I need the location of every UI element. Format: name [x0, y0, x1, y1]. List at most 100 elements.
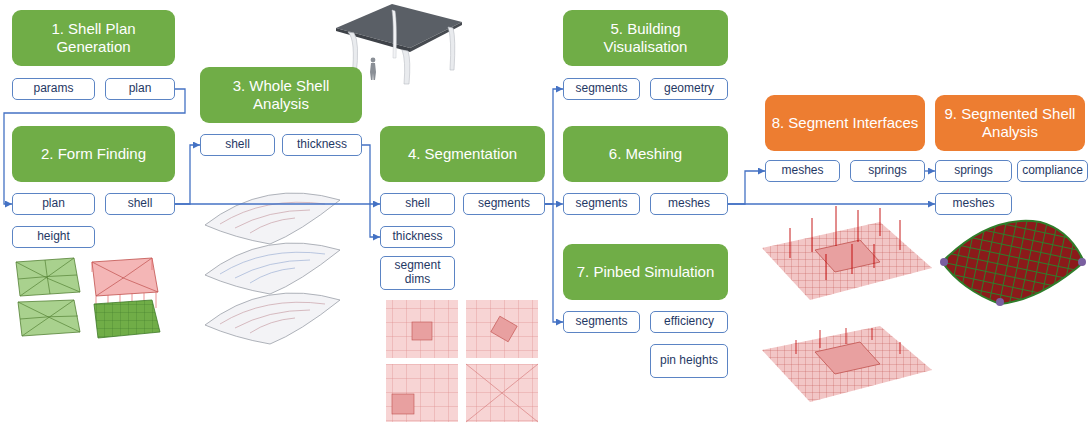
process-box: 7. Pinbed Simulation	[563, 244, 728, 300]
port-label: shell	[405, 197, 430, 211]
segmented-shell-illustration-part	[942, 221, 1084, 304]
shell-contour-illustration-part	[220, 202, 325, 233]
step-title: 6. Meshing	[609, 145, 682, 163]
data-flow-arrow	[4, 89, 185, 204]
pinbed-illustration-part	[762, 222, 932, 300]
port-label: meshes	[952, 197, 994, 211]
pinbed-illustration-part	[796, 328, 900, 354]
process-box: 6. Meshing	[563, 126, 728, 182]
canopy-illustration-part	[371, 58, 376, 63]
process-box: 2. Form Finding	[12, 126, 175, 182]
canopy-illustration-part	[370, 63, 376, 80]
shell-plan-illustration-part	[18, 300, 80, 336]
data-flow-arrow	[925, 170, 935, 171]
canopy-illustration-part	[448, 27, 455, 70]
port-box: thickness	[380, 226, 455, 248]
segmented-shell-illustration-part	[942, 221, 1084, 304]
data-flow-arrow	[728, 203, 935, 204]
port-label: height	[37, 230, 70, 244]
segmentation-illustration-part	[412, 322, 432, 340]
port-label: segments	[575, 315, 627, 329]
canopy-illustration-part	[392, 10, 396, 58]
port-label: params	[33, 82, 73, 96]
port-label: segments	[575, 82, 627, 96]
process-box: 1. Shell Plan Generation	[12, 10, 175, 66]
port-box: compliance	[1017, 160, 1088, 182]
port-box: pin heights	[650, 344, 728, 378]
port-label: compliance	[1022, 164, 1083, 178]
shell-plan-illustration-part	[92, 258, 158, 296]
pinbed-illustration-part	[815, 342, 880, 374]
shell-plan-illustration-part	[92, 258, 158, 296]
segmentation-illustration-part	[386, 300, 458, 358]
segmentation-illustration-part	[386, 364, 458, 422]
port-label: plan	[129, 82, 152, 96]
port-box: meshes	[650, 193, 728, 215]
port-box: springs	[935, 160, 1012, 182]
step-title: 3. Whole Shell Analysis	[206, 77, 356, 113]
data-flow-arrow	[545, 204, 563, 322]
port-label: meshes	[668, 197, 710, 211]
step-title: 8. Segment Interfaces	[772, 114, 919, 132]
step-title: 1. Shell Plan Generation	[18, 20, 169, 56]
segmentation-illustration-part	[386, 300, 458, 358]
step-title: 7. Pinbed Simulation	[577, 263, 715, 281]
segmentation-illustration-part	[392, 394, 414, 414]
port-box: shell	[380, 193, 455, 215]
port-box: efficiency	[650, 311, 728, 333]
port-box: segments	[563, 193, 640, 215]
process-box: 3. Whole Shell Analysis	[200, 67, 362, 123]
segmented-shell-illustration-part	[940, 258, 948, 266]
shell-contour-illustration-part	[205, 293, 340, 344]
shell-contour-illustration-part	[220, 252, 325, 283]
data-flow-arrow	[728, 171, 765, 204]
pinbed-illustration	[762, 206, 932, 402]
port-box: segments	[563, 311, 640, 333]
pinbed-illustration-part	[815, 240, 880, 272]
step-title: 5. Building Visualisation	[569, 20, 722, 56]
process-box: 5. Building Visualisation	[563, 10, 728, 66]
port-box: springs	[850, 160, 925, 182]
segmented-shell-illustration-part	[996, 298, 1004, 306]
canopy-illustration-part	[402, 50, 410, 84]
port-box: segments	[563, 78, 640, 100]
shell-contour-illustration	[205, 193, 340, 344]
shell-contour-illustration-part	[205, 193, 340, 244]
port-box: segment dims	[380, 256, 455, 290]
shell-contour-illustration-part	[205, 243, 340, 294]
segmentation-illustration	[386, 300, 538, 422]
segmentation-illustration-part	[466, 364, 538, 422]
shell-plan-illustration	[16, 258, 160, 338]
step-title: 2. Form Finding	[41, 145, 146, 163]
canopy-illustration-part	[336, 28, 410, 52]
port-label: thickness	[297, 138, 347, 152]
port-label: plan	[42, 197, 65, 211]
shell-plan-illustration-part	[16, 258, 80, 296]
shell-plan-illustration-part	[16, 258, 80, 296]
interface-box: 8. Segment Interfaces	[765, 95, 925, 151]
segmented-shell-illustration-part	[1078, 258, 1086, 266]
port-label: springs	[954, 164, 993, 178]
segmentation-illustration-part	[466, 300, 538, 358]
port-label: pin heights	[660, 354, 718, 368]
port-box: shell	[105, 193, 175, 215]
shell-plan-illustration-part	[94, 300, 160, 338]
segmentation-illustration-part	[386, 364, 458, 422]
step-title: 4. Segmentation	[408, 145, 517, 163]
pinbed-illustration-part	[762, 222, 932, 300]
segmentation-illustration-part	[466, 364, 538, 422]
pinbed-illustration-part	[762, 326, 932, 402]
interface-box: 9. Segmented Shell Analysis	[935, 95, 1085, 151]
shell-contour-illustration-part	[220, 302, 325, 333]
data-flow-arrow	[175, 203, 380, 204]
port-box: plan	[105, 78, 175, 100]
process-box: 4. Segmentation	[380, 126, 545, 182]
port-label: segments	[478, 197, 530, 211]
shell-plan-illustration-part	[18, 300, 80, 336]
port-label: efficiency	[664, 315, 714, 329]
data-flow-arrow	[175, 145, 200, 204]
port-box: meshes	[765, 160, 840, 182]
segmentation-illustration-part	[466, 300, 538, 358]
segmented-shell-illustration-part	[942, 221, 1084, 304]
port-box: plan	[12, 193, 95, 215]
